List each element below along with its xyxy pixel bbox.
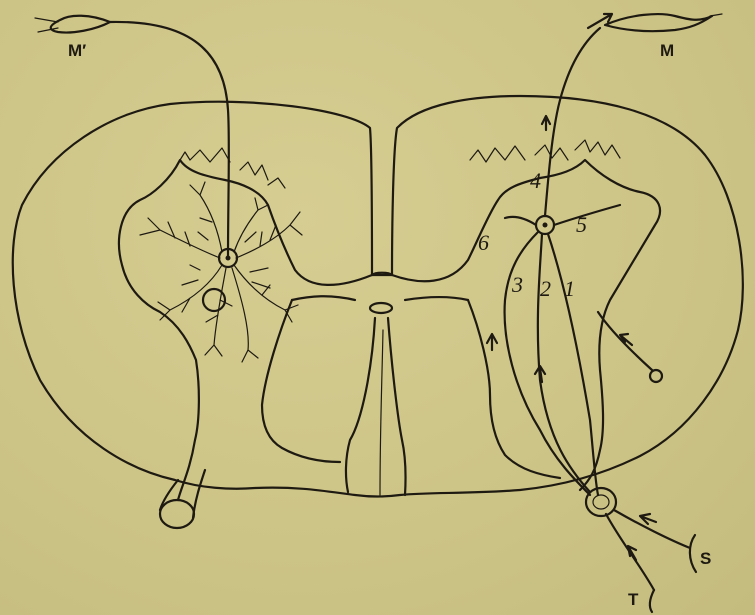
nerve-t-end: [650, 590, 654, 612]
posterior-septum-left: [346, 318, 375, 492]
arrow-s: [640, 514, 656, 524]
left-muscle: [51, 16, 110, 33]
right-horn-edge: [470, 140, 620, 162]
left-muscle-tail: [35, 18, 58, 32]
left-horn-top-edge: [292, 296, 355, 300]
arrow-fibre-3: [487, 334, 497, 350]
label-4: 4: [530, 168, 541, 193]
label-5: 5: [576, 212, 587, 237]
central-canal: [370, 303, 392, 313]
nerve-s-end: [690, 535, 696, 572]
root-ganglion: [586, 488, 616, 516]
arrow-up-4: [542, 116, 550, 130]
sensory-ending: [650, 370, 662, 382]
posterior-septum-mid: [380, 330, 383, 495]
right-horn-top-edge: [405, 297, 468, 300]
left-motor-fibre: [110, 22, 229, 258]
left-grey-matter: [119, 160, 372, 500]
label-t: T: [628, 590, 639, 609]
left-posterior-horn: [262, 300, 340, 462]
cord-outline: [13, 96, 743, 497]
posterior-septum-right: [388, 318, 406, 495]
label-s: S: [700, 549, 711, 568]
left-neuron: [140, 182, 302, 362]
root-ganglion-inner: [593, 495, 609, 509]
right-grey-matter: [392, 160, 660, 490]
right-posterior-horn: [468, 300, 560, 478]
label-m-prime: M′: [68, 41, 86, 60]
label-6: 6: [478, 230, 489, 255]
label-1: 1: [564, 276, 575, 301]
label-3: 3: [511, 272, 523, 297]
left-root-end: [160, 500, 194, 528]
arrow-t: [628, 546, 636, 560]
right-muscle: [605, 14, 712, 31]
nerve-s: [614, 510, 690, 548]
label-m: M: [660, 41, 674, 60]
label-2: 2: [540, 276, 551, 301]
